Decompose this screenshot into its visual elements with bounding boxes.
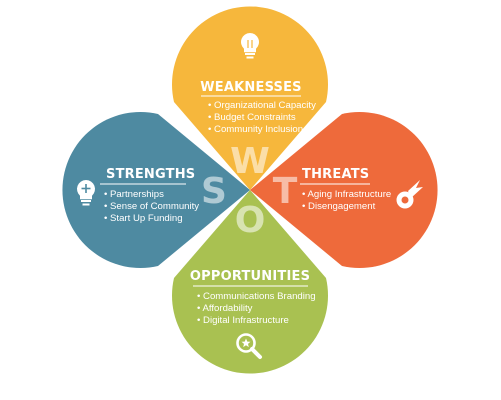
opportunities-title: OPPORTUNITIES (190, 269, 310, 284)
weaknesses-title: WEAKNESSES (200, 80, 302, 95)
threats-petal (250, 112, 438, 268)
opportunities-item: • Affordability (197, 303, 253, 314)
opportunities-icon (236, 333, 262, 359)
weaknesses-item: • Organizational Capacity (208, 100, 316, 111)
threats-item: • Aging Infrastructure (302, 189, 391, 200)
weaknesses-petal (172, 6, 328, 191)
strengths-icon (77, 180, 95, 206)
opportunities-petal (172, 190, 328, 374)
threats-icon (396, 180, 423, 209)
letter-s: S (201, 171, 227, 212)
letter-t: T (273, 171, 298, 212)
weaknesses-item: • Community Inclusion (208, 124, 303, 135)
strengths-petal (62, 111, 250, 268)
strengths-item: • Start Up Funding (104, 213, 183, 224)
weaknesses-icon (241, 33, 259, 59)
weaknesses-item: • Budget Constraints (208, 112, 296, 123)
letter-w: W (230, 141, 270, 182)
strengths-item: • Partnerships (104, 189, 164, 200)
strengths-item: • Sense of Community (104, 201, 199, 212)
threats-title: THREATS (302, 167, 369, 182)
strengths-title: STRENGTHS (106, 167, 195, 182)
threats-item: • Disengagement (302, 201, 376, 212)
letter-o: O (235, 200, 266, 241)
opportunities-item: • Digital Infrastructure (197, 315, 289, 326)
opportunities-item: • Communications Branding (197, 291, 316, 302)
